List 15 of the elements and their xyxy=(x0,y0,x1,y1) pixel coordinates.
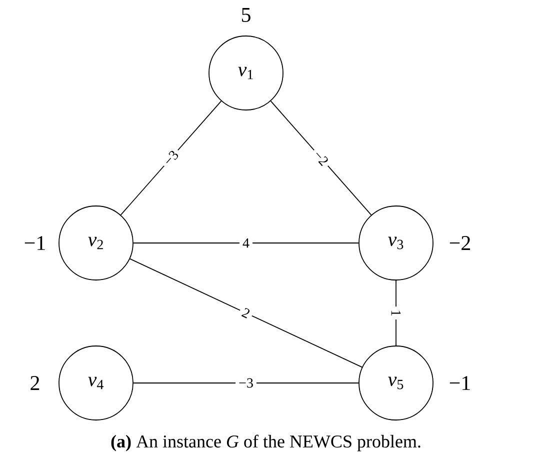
edge-label: −2 xyxy=(308,145,334,171)
weight-label: −2 xyxy=(450,236,470,250)
edge-line xyxy=(133,382,359,384)
edge-label: −3 xyxy=(236,375,256,391)
edge-label: 4 xyxy=(240,235,252,251)
weight-label: 2 xyxy=(30,376,40,390)
edge-line xyxy=(133,242,359,244)
edge-label: 1 xyxy=(388,306,404,320)
weight-label: −1 xyxy=(24,236,45,250)
edge-line xyxy=(130,258,363,368)
weight-label: −1 xyxy=(450,376,470,390)
weight-label: 5 xyxy=(242,8,250,22)
edge-label: −3 xyxy=(158,145,184,171)
edge-label: 2 xyxy=(236,303,256,323)
caption: (a) An instance G of the NEWCS problem. xyxy=(111,434,420,452)
